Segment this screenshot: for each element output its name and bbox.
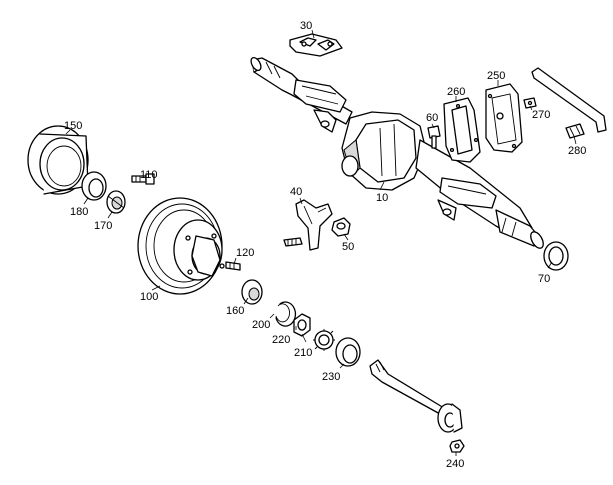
nut-240-part [449,439,465,453]
bearing-race-180-part [81,171,107,201]
cover-gasket-part [443,97,481,163]
breather-tube-part [531,67,607,139]
bolt-60-part [427,125,441,149]
callout-280: 280 [568,145,586,157]
snap-ring-200-part [275,301,297,327]
callout-10: 10 [376,192,388,204]
callout-70: 70 [538,273,550,285]
leader-lines [65,29,577,456]
callout-40: 40 [290,186,302,198]
callout-60: 60 [426,112,438,124]
axle-shaft-part [369,359,463,433]
nut-part [331,217,351,237]
callout-120: 120 [236,247,254,259]
callout-150: 150 [64,120,82,132]
seal-230-part [335,337,361,367]
callout-100: 100 [140,291,158,303]
callout-260: 260 [447,86,465,98]
callout-230: 230 [322,371,340,383]
plug-270-part [523,97,537,109]
callout-200: 200 [252,319,270,331]
callout-250: 250 [487,70,505,82]
seal-ring-70-part [543,241,569,271]
callout-210: 210 [294,347,312,359]
callout-180: 180 [70,206,88,218]
axle-housing-part [250,56,544,249]
brake-bracket-part [283,199,333,251]
bearing-170-part [106,190,126,214]
brake-drum-100-part [137,197,225,295]
callout-170: 170 [94,220,112,232]
callout-220: 220 [272,334,290,346]
wheel-stud-120-part [225,261,241,271]
callout-160: 160 [226,305,244,317]
callout-240: 240 [446,458,464,470]
dust-shield-150-part [27,125,89,195]
bearing-160-part [241,279,263,305]
wheel-stud-110-part [131,173,155,185]
callout-30: 30 [300,20,312,32]
callout-110: 110 [140,169,158,181]
lock-washer-210-part [313,329,335,351]
callout-50: 50 [342,241,354,253]
callout-270: 270 [532,109,550,121]
top-bracket-part [289,33,343,57]
differential-cover-part [485,83,523,153]
axle-nut-220-part [293,313,311,337]
